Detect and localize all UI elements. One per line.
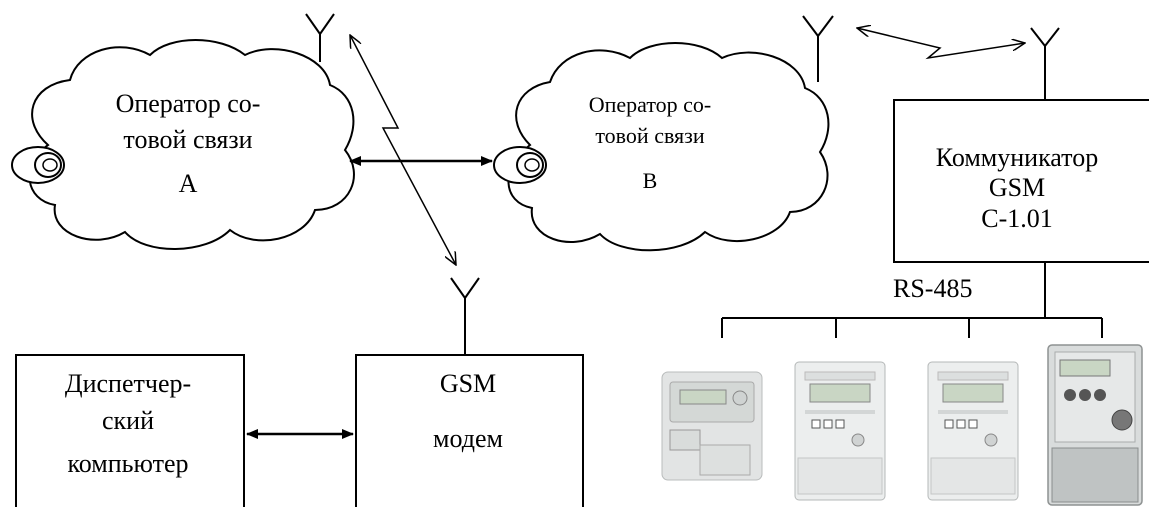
- meter-4: [1047, 344, 1143, 506]
- cloud-operator-b: Оператор со- товой связи B: [493, 42, 830, 252]
- cloud-a-line2: товой связи: [123, 125, 252, 154]
- meter-3: [927, 361, 1019, 501]
- dispatcher-computer-box: Диспетчер- ский компьютер: [15, 354, 245, 507]
- communicator-gsm-box: Коммуникатор GSM C-1.01: [893, 99, 1149, 263]
- dispatcher-line2: ский: [102, 406, 154, 435]
- operator-a-head-icon: [11, 146, 65, 184]
- modem-line2: модем: [433, 424, 503, 453]
- meter-1: [661, 371, 763, 481]
- modem-line1: GSM: [440, 369, 496, 398]
- cloud-operator-a: Оператор со- товой связи A: [11, 39, 355, 250]
- rs485-label: RS-485: [893, 274, 972, 303]
- antenna-communicator-icon: [1030, 27, 1060, 100]
- antenna-b-icon: [802, 15, 834, 82]
- radio-link-a-modem: [350, 35, 456, 265]
- operator-b-head-icon: [493, 146, 547, 184]
- cloud-b-line3: B: [643, 168, 658, 193]
- communicator-line2: GSM: [989, 173, 1045, 202]
- meter-2: [794, 361, 886, 501]
- cloud-a-line1: Оператор со-: [116, 89, 261, 118]
- cloud-b-line1: Оператор со-: [589, 92, 712, 117]
- antenna-a-icon: [305, 13, 335, 62]
- dispatcher-line3: компьютер: [67, 449, 188, 478]
- dispatcher-line1: Диспетчер-: [65, 369, 191, 398]
- communicator-line1: Коммуникатор: [936, 143, 1098, 172]
- cloud-a-line3: A: [179, 169, 198, 198]
- cloud-b-line2: товой связи: [595, 123, 705, 148]
- radio-link-b-communicator: [857, 28, 1025, 60]
- rs485-bus: [721, 317, 1103, 338]
- communicator-line3: C-1.01: [981, 204, 1053, 233]
- antenna-modem-icon: [450, 277, 480, 355]
- gsm-modem-box: GSM модем: [355, 354, 584, 507]
